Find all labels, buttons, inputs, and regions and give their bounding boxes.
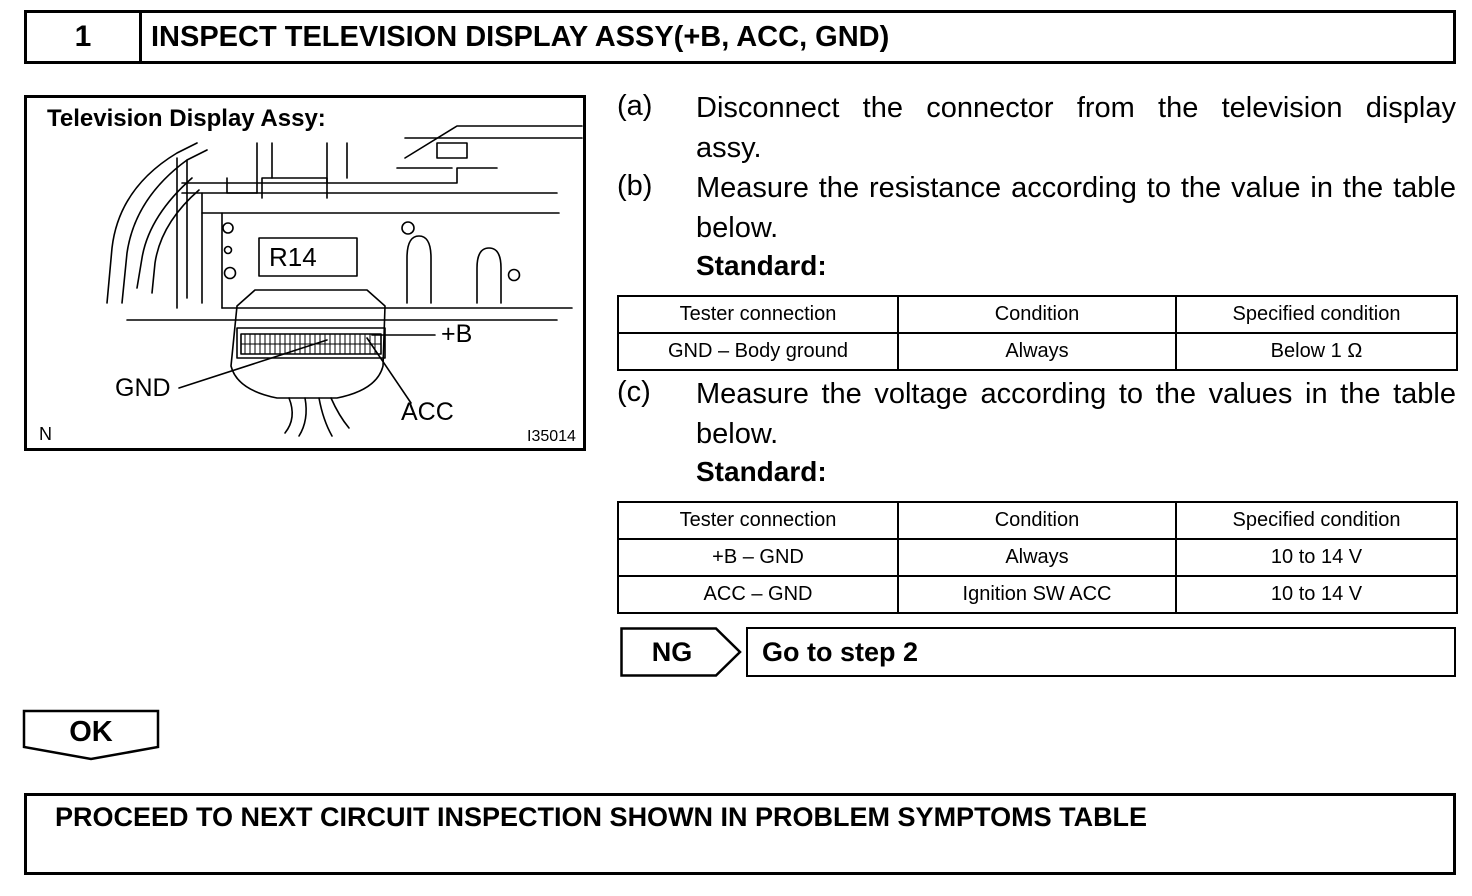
standard-label-resistance: Standard:: [696, 250, 827, 281]
step-title: INSPECT TELEVISION DISPLAY ASSY(+B, ACC,…: [151, 20, 890, 53]
plus-b-label: +B: [441, 320, 473, 348]
step-header: 1 INSPECT TELEVISION DISPLAY ASSY(+B, AC…: [24, 10, 1456, 64]
gnd-label: GND: [115, 374, 171, 402]
table-header-row: Tester connection Condition Specified co…: [617, 295, 1458, 334]
header-specified-condition: Specified condition: [1175, 501, 1458, 540]
header-tester-connection: Tester connection: [617, 501, 899, 540]
next-step-box: PROCEED TO NEXT CIRCUIT INSPECTION SHOWN…: [24, 793, 1456, 875]
step-a-text: Disconnect the connector from the televi…: [696, 88, 1456, 168]
ng-action: Go to step 2: [746, 627, 1456, 677]
cell-tester-connection: GND – Body ground: [617, 332, 899, 371]
cell-specified-condition: 10 to 14 V: [1175, 575, 1458, 614]
step-b-line2: below.: [696, 212, 779, 244]
step-a-letter: (a): [617, 90, 653, 122]
standard-label-voltage: Standard:: [696, 456, 827, 487]
cell-condition: Ignition SW ACC: [897, 575, 1177, 614]
step-b-text: Measure the resistance according to the …: [696, 168, 1456, 248]
table-row: +B – GND Always 10 to 14 V: [617, 538, 1458, 577]
voltage-spec-table: Tester connection Condition Specified co…: [617, 501, 1458, 614]
cell-condition: Always: [897, 332, 1177, 371]
cell-tester-connection: ACC – GND: [617, 575, 899, 614]
header-specified-condition: Specified condition: [1175, 295, 1458, 334]
ok-arrow-icon: [22, 709, 160, 761]
connector-illustration: [106, 125, 583, 437]
ng-label: NG: [651, 636, 693, 667]
figure-id: I35014: [527, 428, 576, 445]
cell-condition: Always: [897, 538, 1177, 577]
connector-code-label: R14: [269, 242, 317, 272]
step-b-letter: (b): [617, 170, 653, 202]
step-c-line1: Measure the voltage according to the val…: [696, 378, 1456, 410]
step-c-letter: (c): [617, 376, 651, 408]
cell-specified-condition: Below 1 Ω: [1175, 332, 1458, 371]
step-c-text: Measure the voltage according to the val…: [696, 374, 1456, 454]
step-a-line1: Disconnect the connector from the televi…: [696, 92, 1456, 124]
header-condition: Condition: [897, 501, 1177, 540]
header-tester-connection: Tester connection: [617, 295, 899, 334]
resistance-spec-table: Tester connection Condition Specified co…: [617, 295, 1458, 371]
step-a-line2: assy.: [696, 132, 762, 164]
step-c-line2: below.: [696, 418, 779, 450]
step-b-line1: Measure the resistance according to the …: [696, 172, 1456, 204]
next-step-text: PROCEED TO NEXT CIRCUIT INSPECTION SHOWN…: [55, 802, 1148, 832]
corner-code: N: [39, 424, 52, 444]
cell-specified-condition: 10 to 14 V: [1175, 538, 1458, 577]
step-number: 1: [27, 13, 142, 61]
connector-figure: Television Display Assy: R14 +B GND ACC …: [24, 95, 586, 451]
ng-arrow-icon: [620, 627, 742, 677]
table-row: GND – Body ground Always Below 1 Ω: [617, 332, 1458, 371]
figure-title: Television Display Assy:: [47, 105, 326, 132]
ok-label: OK: [69, 715, 113, 748]
cell-tester-connection: +B – GND: [617, 538, 899, 577]
table-header-row: Tester connection Condition Specified co…: [617, 501, 1458, 540]
table-row: ACC – GND Ignition SW ACC 10 to 14 V: [617, 575, 1458, 614]
acc-label: ACC: [401, 398, 454, 426]
header-condition: Condition: [897, 295, 1177, 334]
